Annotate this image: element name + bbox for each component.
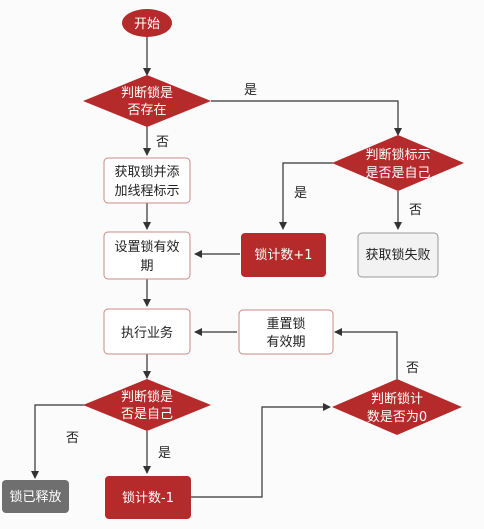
edges: 否 是 是 否 否 是 否	[31, 36, 422, 498]
reset-expiry-label-line1: 重置锁	[266, 316, 305, 332]
check-self-bottom-label-line2: 否是自己	[121, 407, 173, 422]
acquire-failed-label: 获取锁失败	[365, 247, 430, 263]
edge-check-self-top-yes	[279, 162, 333, 230]
reset-expiry-label-line2: 有效期	[266, 335, 305, 350]
start-label: 开始	[134, 17, 160, 32]
edge-check-exists-yes	[211, 100, 402, 136]
check-exists-label-line2: 否存在	[127, 103, 166, 118]
edge-label-no-4: 否	[409, 203, 422, 218]
check-zero-decision: 判断锁计 数是否为0	[332, 379, 462, 435]
edge-label-no-1: 否	[156, 135, 169, 150]
execute-business-label: 执行业务	[121, 325, 173, 341]
count-plus-label: 锁计数+1	[254, 247, 312, 263]
check-self-bottom-label-line1: 判断锁是	[121, 389, 173, 405]
lock-released-label: 锁已释放	[9, 489, 61, 505]
set-expiry-label-line1: 设置锁有效	[114, 239, 179, 255]
lock-released-box: 锁已释放	[2, 480, 69, 513]
edge-label-yes-1: 是	[244, 83, 257, 98]
edge-label-no-3: 否	[406, 361, 419, 376]
edge-label-yes-2: 是	[158, 446, 171, 461]
check-exists-label-line1: 判断锁是	[121, 85, 173, 101]
reset-expiry-box: 重置锁 有效期	[238, 309, 334, 355]
execute-business-box: 执行业务	[103, 308, 191, 355]
edge-label-yes-3: 是	[294, 186, 307, 201]
edge-check-zero-no	[334, 328, 398, 379]
check-self-top-decision: 判断锁标示 是否是自己	[332, 135, 464, 191]
check-exists-decision: 判断锁是 否存在	[83, 75, 211, 127]
count-minus-label: 锁计数-1	[122, 490, 174, 506]
acquire-lock-label-line1: 获取锁并添	[114, 164, 179, 180]
edge-label-no-2: 否	[66, 431, 79, 446]
check-self-top-label-line2: 是否是自己	[365, 166, 430, 181]
check-zero-label-line1: 判断锁计	[371, 391, 423, 407]
check-self-bottom-decision: 判断锁是 否是自己	[83, 379, 211, 431]
count-plus-box: 锁计数+1	[241, 233, 326, 277]
acquire-lock-label-line2: 加线程标示	[114, 184, 179, 199]
acquire-failed-box: 获取锁失败	[357, 232, 439, 278]
edge-count-minus-to-check-zero	[191, 403, 331, 498]
acquire-lock-box: 获取锁并添 加线程标示	[103, 157, 191, 204]
count-minus-box: 锁计数-1	[105, 476, 191, 519]
edge-check-self-no	[31, 404, 85, 479]
check-self-top-label-line1: 判断锁标示	[365, 147, 430, 163]
set-expiry-box: 设置锁有效 期	[103, 231, 191, 280]
start-node: 开始	[122, 9, 172, 37]
set-expiry-label-line2: 期	[140, 259, 153, 274]
check-zero-label-line2: 数是否为0	[367, 410, 427, 425]
